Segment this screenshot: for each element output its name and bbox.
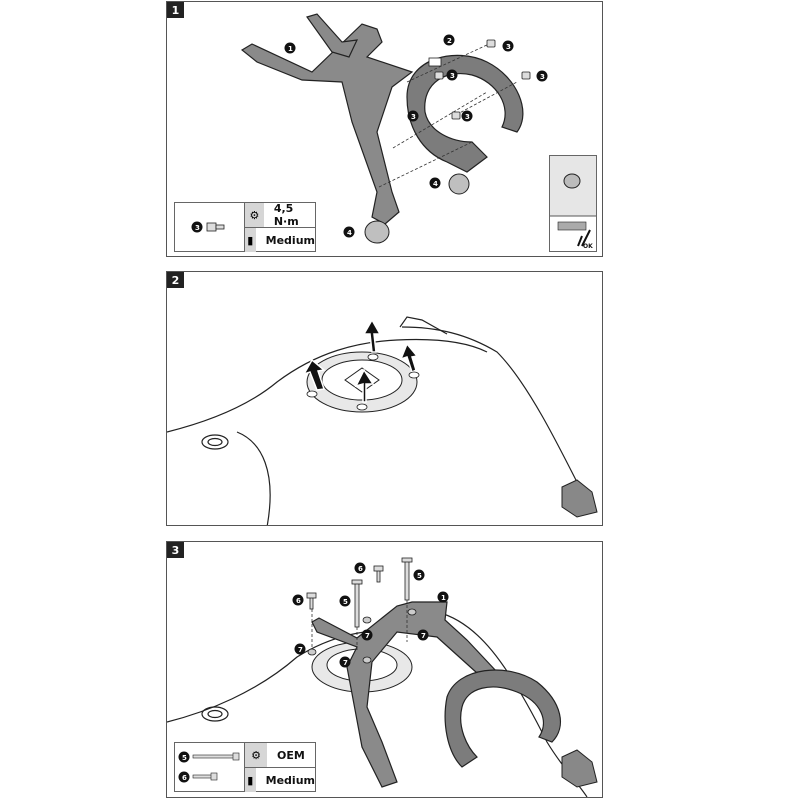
bolts: [434, 39, 531, 120]
svg-text:5: 5: [343, 598, 348, 606]
step-1-panel: 1 1: [166, 1, 603, 257]
step-2-illustration: [167, 316, 598, 525]
torque-spec-table: 3 ⚙ 4,5 N·m ▮ Medium: [174, 202, 316, 252]
parts-5-6-callouts: 5 6: [178, 751, 240, 783]
svg-text:3: 3: [195, 224, 200, 232]
svg-text:1: 1: [441, 594, 446, 602]
svg-text:3: 3: [450, 72, 455, 80]
torque-wrench-icon: ⚙: [245, 743, 267, 767]
svg-text:7: 7: [298, 646, 303, 654]
part-3-callout: 3: [191, 221, 224, 233]
svg-text:7: 7: [343, 659, 348, 667]
tank-ring-adapter: [444, 669, 561, 768]
threadlocker-bottle-icon: ▮: [245, 228, 256, 252]
step-2-panel: 2: [166, 271, 603, 526]
rear-tank-bracket: [561, 749, 598, 788]
torque-spec-table: 5 6 ⚙ OEM ▮ Medium: [174, 742, 316, 792]
svg-text:6: 6: [182, 774, 187, 782]
plug-insert-diagram: OK: [550, 156, 596, 250]
torque-wrench-icon: ⚙: [245, 203, 264, 227]
long-bolts: [306, 557, 413, 628]
step-3-illustration: 1 5 5 6 6 7 7 7 7: [167, 557, 598, 797]
part-callouts: 1 2 3 3 3 3 3 4 4: [284, 34, 548, 238]
step-3-panel: 3: [166, 541, 603, 798]
svg-text:4: 4: [433, 180, 438, 188]
svg-text:3: 3: [411, 113, 416, 121]
svg-text:3: 3: [506, 43, 511, 51]
spacers: [307, 608, 417, 664]
svg-text:7: 7: [421, 632, 426, 640]
svg-text:5: 5: [182, 754, 187, 762]
step-number: 3: [167, 542, 184, 558]
tank-ring-bracket: [240, 13, 414, 225]
svg-text:7: 7: [365, 632, 370, 640]
tank-ring-bracket: [311, 601, 498, 788]
plug-insert-inset: OK: [549, 155, 597, 252]
svg-text:3: 3: [465, 113, 470, 121]
svg-text:3: 3: [540, 73, 545, 81]
svg-text:2: 2: [447, 37, 452, 45]
threadlocker-bottle-icon: ▮: [245, 768, 256, 792]
svg-text:4: 4: [347, 229, 352, 237]
step-number: 1: [167, 2, 184, 18]
bolt-removal-arrows: [302, 318, 419, 403]
svg-text:6: 6: [358, 565, 363, 573]
torque-value: OEM: [277, 748, 305, 762]
fuel-tank-outline: [167, 316, 588, 525]
tank-ring-adapter: [406, 54, 524, 173]
ok-label: OK: [583, 243, 593, 250]
rear-tank-bracket: [561, 479, 598, 518]
svg-text:1: 1: [288, 45, 293, 53]
svg-text:6: 6: [296, 597, 301, 605]
step-number: 2: [167, 272, 184, 288]
rubber-plugs: [364, 173, 470, 244]
step-1-illustration: 1 2 3 3 3 3 3 4 4: [240, 13, 548, 244]
loctite-strength: Medium: [265, 773, 315, 787]
svg-text:5: 5: [417, 572, 422, 580]
loctite-strength: Medium: [265, 233, 315, 247]
bolt-holes: [306, 353, 420, 411]
torque-value: 4,5 N·m: [273, 202, 299, 228]
part-callouts: 1 5 5 6 6 7 7 7 7: [292, 562, 449, 668]
